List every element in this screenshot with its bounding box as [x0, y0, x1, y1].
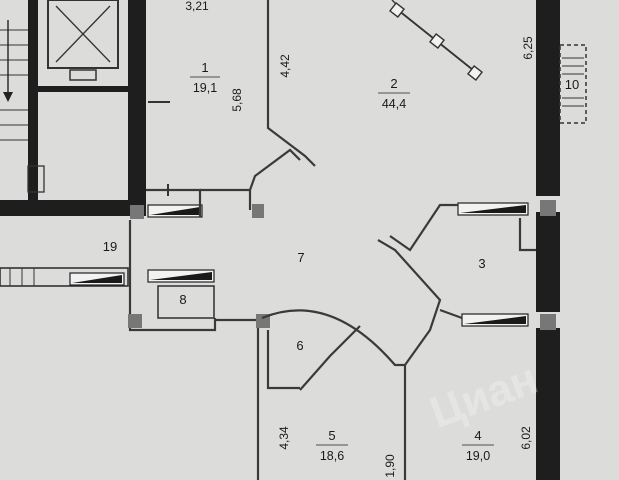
- corridor-wall-upper: [0, 200, 146, 216]
- room-area: 19,0: [466, 449, 490, 463]
- shaft-small: [27, 165, 45, 193]
- room-area: 44,4: [382, 97, 406, 111]
- room-number: 1: [201, 60, 208, 75]
- column: [540, 314, 556, 330]
- core-wall: [128, 0, 146, 205]
- dimension-label: 3,21: [185, 0, 209, 13]
- stair-steps: [0, 29, 28, 141]
- stair-arrow-icon: [3, 92, 13, 102]
- dimension-label: 5,68: [230, 88, 244, 112]
- room-number: 4: [474, 428, 481, 443]
- room-10-number: 10: [565, 77, 579, 92]
- dimension-label: 6,02: [519, 426, 533, 450]
- vent-blocks: [69, 202, 529, 327]
- partitions: [128, 0, 536, 480]
- room-1: 1 19,1: [190, 60, 220, 95]
- elevator-door: [69, 69, 97, 81]
- dimension-label: 6,25: [521, 36, 535, 60]
- room-area: 18,6: [320, 449, 344, 463]
- dimension-label: 1,90: [383, 454, 397, 478]
- dimension-label: 4,34: [277, 426, 291, 450]
- column: [130, 205, 144, 219]
- column: [540, 200, 556, 216]
- room-5: 5 18,6: [316, 428, 348, 463]
- dimension-label: 4,42: [278, 54, 292, 78]
- stair-wall: [28, 0, 38, 200]
- room-4: 4 19,0: [462, 428, 494, 463]
- elevator-shaft: [47, 0, 119, 69]
- room-8-number: 8: [179, 292, 186, 307]
- exterior-wall-right: [536, 0, 560, 480]
- room-19-number: 19: [103, 239, 117, 254]
- room-7-number: 7: [297, 250, 304, 265]
- room-6-number: 6: [296, 338, 303, 353]
- room-number: 5: [328, 428, 335, 443]
- room-2: 2 44,4: [378, 76, 410, 111]
- core-partition: [38, 86, 128, 92]
- room-number: 2: [390, 76, 397, 91]
- wall-hatch: [9, 268, 35, 286]
- room-3-number: 3: [478, 256, 485, 271]
- corridor-wall-lower: [0, 267, 129, 287]
- balcony-hatch: [562, 57, 584, 107]
- room-area: 19,1: [193, 81, 217, 95]
- balcony-outline: [559, 44, 587, 124]
